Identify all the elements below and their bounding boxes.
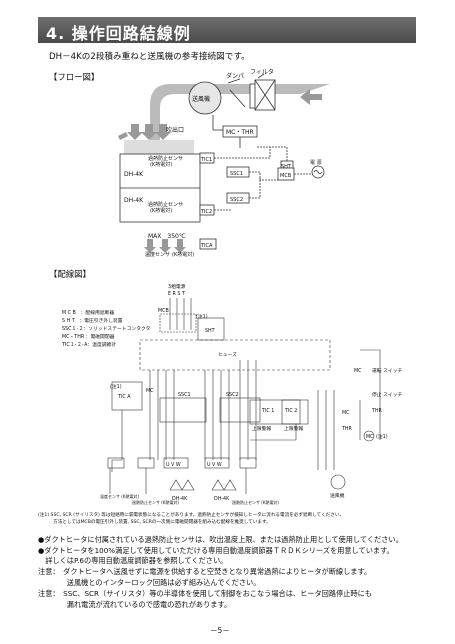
w-terminals-1: U V W (166, 462, 181, 468)
flow-heading: 【フロー図】 (49, 72, 100, 82)
note-bullet-2: ●ダクトヒータを100%満足して使用していただける専用自動温度調節器ＴＲＤＫシリ… (38, 546, 394, 555)
page-number: －5－ (210, 626, 230, 635)
caution-1a: 注意： ダクトヒータへ送風せずに電源を供給すると空焚きとなり異常過熱によりヒータ… (38, 567, 372, 576)
legend-4: MC・THR ：電磁開閉器 (62, 333, 115, 340)
flow-dh-lower: DH-4K (124, 197, 144, 204)
phases-label: E R S T (168, 291, 185, 297)
intro-text: DH－4Kの2段積み重ねと送風機の参考接続図です。 (49, 52, 250, 62)
w-mc-left: MC (146, 388, 154, 394)
legend-3: SSC１･２：ソリッドステートコンタクタ (62, 325, 151, 332)
legend-5: TIC１･２･A：温度調節計 (61, 341, 116, 348)
w-note1c: (注1) (376, 433, 388, 440)
w-thr: THR (341, 426, 353, 432)
flow-sensor-lower-k: (K熱電対) (150, 207, 172, 214)
w-blower: 送風機 (330, 492, 345, 499)
note-bullet-1: ●ダクトヒータに付属されている過熱防止センサは、吹出温度上限、または過熱防止用と… (38, 535, 403, 544)
caution-2a: 注意： SSC、SCR（サイリスタ）等の半導体を使用して制御をおこなう場合は、ヒ… (38, 589, 372, 598)
caution-1b: 送風機とのインターロック回路は必ず組み込んでください。 (38, 578, 261, 587)
w-ssc1: SSC1 (178, 392, 191, 398)
flow-blower-label: 送風機 (192, 95, 210, 103)
section-title: 4. 操作回路結線例 (46, 24, 191, 43)
w-note1a: (注1) (196, 313, 208, 320)
w-sensor-over2: 過熱防止センサ (K熱電対) (232, 499, 279, 505)
wiring-heading: 【配線図】 (49, 269, 91, 279)
three-phase-label: 3相電源 (168, 283, 186, 290)
flow-ssc2: SSC2 (230, 197, 243, 203)
flow-mcb: MCB (280, 173, 292, 179)
w-mc-top: MC (354, 368, 362, 374)
flow-temp-sensor-k: (K熱電対) (172, 251, 194, 258)
w-dh1: DH-4K (172, 496, 188, 502)
flow-ssc1: SSC1 (230, 171, 243, 177)
flow-max-temp: MAX 350℃ (148, 233, 186, 240)
flow-mcthr-label: MC・THR (226, 129, 254, 136)
w-tic2: TIC 2 (284, 408, 297, 414)
w-tica: TIC A (117, 394, 131, 400)
w-thr2: THR (371, 408, 383, 414)
w-stop-switch: 停止 スイッチ (372, 391, 403, 398)
w-tic1: TIC 1 (261, 408, 274, 414)
flow-tic1: TIC1 (200, 157, 212, 163)
flow-sensor-upper-k: (K熱電対) (150, 161, 172, 168)
w-mcb: MCB (158, 308, 169, 314)
w-fuse: ヒューズ (218, 351, 237, 358)
w-upper-alarm1: 上限警報 (252, 425, 271, 432)
flow-filter-label: フィルタ (250, 68, 274, 76)
wiring-footnote: (注1) SSC, SCR (サイリスタ) 等は短絡時に漏電状態になることがあり… (38, 513, 345, 525)
note-bullet-2b: 詳しくはP.6の専用自動温度調節器を参照してください。 (38, 556, 228, 565)
flow-sht: SHT (281, 164, 292, 170)
w-ssc2: SSC2 (226, 392, 239, 398)
flow-dh-upper: DH-4K (124, 171, 144, 178)
w-mc-right: MC (342, 410, 350, 416)
flow-tica: TICA (200, 243, 213, 249)
flow-outlet-label: 吹出口 (166, 126, 184, 134)
legend-1: M C B ：配線用遮断器 (62, 309, 114, 316)
w-upper-alarm2: 上限警報 (284, 425, 303, 432)
w-run-switch: 運転 スイッチ (372, 368, 403, 374)
w-mc-coil: MC (366, 434, 374, 440)
w-sht: SHT (205, 328, 215, 334)
w-sensor-temp: 温度センサ (K熱電対) (100, 493, 139, 499)
flow-temp-sensor: 温度センサ (145, 251, 170, 258)
flow-sensor-upper: 過熱防止センサ (148, 155, 183, 162)
flow-tic2: TIC2 (200, 209, 212, 215)
flow-sensor-lower: 過熱防止センサ (148, 201, 183, 208)
flow-power: 電 源 (310, 159, 322, 166)
w-note1b: (注1) (110, 383, 122, 390)
w-dh2: DH-4K (214, 496, 230, 502)
section-title-bar: 4. 操作回路結線例 (38, 17, 416, 43)
flow-damper-label: ダンパ (226, 72, 244, 80)
caution-2b: 漏れ電流が流れているので感電の恐れがあります。 (38, 600, 232, 609)
legend-2: S H T ：電圧引き外し装置 (62, 317, 123, 324)
w-sensor-over1: 過熱防止センサ (K熱電対) (132, 499, 179, 505)
w-terminals-2: U V W (207, 462, 222, 468)
